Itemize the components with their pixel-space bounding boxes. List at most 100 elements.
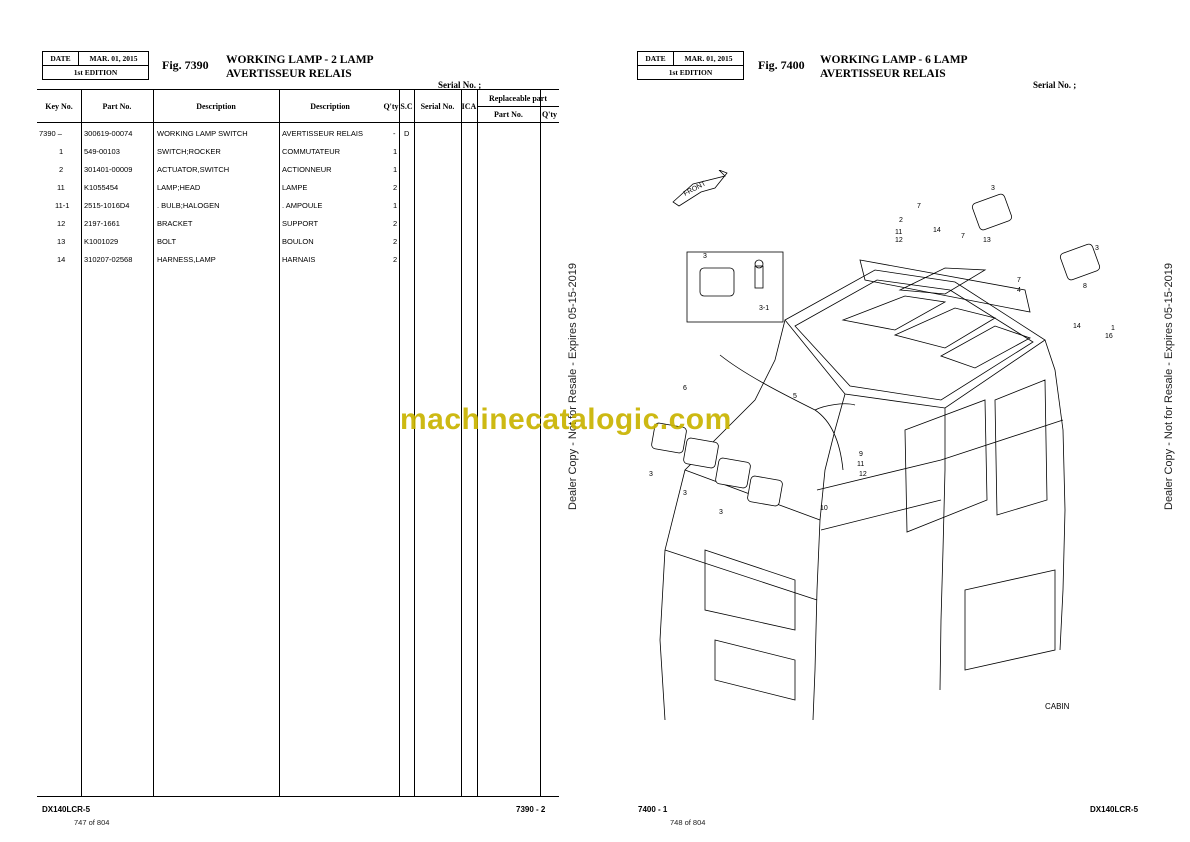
date-label: DATE	[638, 52, 674, 65]
header-description-fr: Description	[310, 102, 350, 111]
table-header: Key No. Part No. Description Description…	[37, 90, 559, 123]
header-rep-part-no: Part No.	[494, 110, 523, 119]
key-no: 12	[57, 219, 66, 228]
date-value: MAR. 01, 2015	[89, 54, 138, 63]
date-edition-box: DATE MAR. 01, 2015 1st EDITION	[637, 51, 744, 80]
date-label: DATE	[43, 52, 79, 65]
quantity: 2	[393, 237, 398, 246]
part-no: 2515-1016D4	[84, 201, 130, 210]
dealer-copy-notice-left: Dealer Copy - Not for Resale - Expires 0…	[567, 262, 579, 510]
header-key-no: Key No.	[45, 102, 73, 111]
cabin-frame	[659, 319, 1066, 721]
callout-label: 15	[1111, 325, 1115, 332]
callout-label: 14	[1073, 323, 1081, 330]
callout-label: 8	[1083, 283, 1087, 290]
table-row: 11-1 2515-1016D4 . BULB;HALOGEN . AMPOUL…	[37, 198, 559, 216]
callout-label: 7	[1017, 277, 1021, 284]
description: LAMP;HEAD	[157, 183, 201, 192]
description: BRACKET	[157, 219, 193, 228]
quantity: 1	[393, 165, 398, 174]
figure-title-line1: WORKING LAMP - 2 LAMP	[226, 54, 374, 66]
description-fr: ACTIONNEUR	[282, 165, 332, 174]
description-fr: . AMPOULE	[282, 201, 323, 210]
front-lamp-icon	[651, 422, 783, 507]
footer-model: DX140LCR-5	[42, 805, 91, 814]
key-no: 11	[57, 183, 65, 192]
table-row: 14 310207-02568 HARNESS,LAMP HARNAIS 2	[37, 252, 559, 270]
callout-label: 14	[933, 227, 941, 234]
callout-label: 16	[1105, 333, 1113, 340]
description-fr: BOULON	[282, 237, 314, 246]
date-value: MAR. 01, 2015	[684, 54, 733, 63]
callout-label: 7	[961, 233, 965, 240]
callout-label: 6	[683, 385, 687, 392]
working-lamp-diagram: FRONT	[649, 170, 1115, 721]
header-rep-qty: Q'ty	[541, 110, 558, 119]
figure-number: Fig. 7390	[162, 58, 209, 72]
serial-number-label: Serial No. ;	[438, 80, 482, 90]
figure-title-line2: AVERTISSEUR RELAIS	[226, 68, 352, 80]
callout-label: 11	[895, 229, 902, 236]
callout-label: 10	[820, 505, 828, 512]
header-qty: Q'ty	[383, 102, 399, 111]
callout-label: 11	[857, 461, 864, 468]
figure-number: Fig. 7400	[758, 58, 805, 72]
key-no: 1	[59, 147, 64, 156]
figure-title-line1: WORKING LAMP - 6 LAMP	[820, 54, 968, 66]
edition: 1st EDITION	[668, 68, 713, 77]
table-row: 7390 – 300619-00074 WORKING LAMP SWITCH …	[37, 126, 559, 144]
header-description: Description	[196, 102, 236, 111]
callout-label: 3-1	[759, 305, 769, 312]
description-fr: AVERTISSEUR RELAIS	[282, 129, 363, 138]
key-no: 14	[57, 255, 66, 264]
part-no: K1001029	[84, 237, 119, 246]
lamp-detail-inset	[686, 251, 784, 323]
figure-title: WORKING LAMP - 6 LAMP AVERTISSEUR RELAIS	[820, 53, 968, 81]
table-row: 13 K1001029 BOLT BOULON 2	[37, 234, 559, 252]
callout-label: 13	[983, 237, 991, 244]
footer-page-count: 748 of 804	[670, 818, 706, 827]
quantity: 1	[393, 147, 398, 156]
description-fr: HARNAIS	[282, 255, 316, 264]
quantity: 2	[393, 255, 398, 264]
part-no: K1055454	[84, 183, 119, 192]
table-row: 12 2197-1661 BRACKET SUPPORT 2	[37, 216, 559, 234]
quantity: 2	[393, 183, 398, 192]
description: HARNESS,LAMP	[157, 255, 216, 264]
callout-label: 2	[899, 217, 903, 224]
quantity: 1	[393, 201, 398, 210]
description-fr: COMMUTATEUR	[282, 147, 341, 156]
header-part-no: Part No.	[102, 102, 132, 111]
table-row: 1 549-00103 SWITCH;ROCKER COMMUTATEUR 1	[37, 144, 559, 162]
figure-title-line2: AVERTISSEUR RELAIS	[820, 68, 946, 80]
description-fr: LAMPE	[282, 183, 308, 192]
part-no: 549-00103	[84, 147, 120, 156]
description: SWITCH;ROCKER	[157, 147, 221, 156]
quantity: 2	[393, 219, 398, 228]
service-code: D	[404, 129, 410, 138]
edition: 1st EDITION	[73, 68, 118, 77]
table-rows: 7390 – 300619-00074 WORKING LAMP SWITCH …	[37, 126, 559, 270]
callout-label: 3	[703, 253, 707, 260]
callout-label: 12	[859, 471, 867, 478]
callout-label: 4	[1017, 287, 1021, 294]
description-fr: SUPPORT	[282, 219, 319, 228]
quantity: -	[393, 129, 396, 138]
callout-label: 12	[895, 237, 903, 244]
callout-label: 5	[793, 393, 797, 400]
cabin-roof	[784, 267, 1046, 409]
part-no: 310207-02568	[84, 255, 133, 264]
key-no: 13	[57, 237, 66, 246]
table-row: 2 301401-00009 ACTUATOR,SWITCH ACTIONNEU…	[37, 162, 559, 180]
rear-lamp-icon	[971, 193, 1101, 281]
key-no: 7390 –	[39, 129, 62, 138]
footer-page-number: 7400 - 1	[638, 805, 668, 814]
serial-number-label: Serial No. ;	[1033, 80, 1077, 90]
front-arrow-icon: FRONT	[672, 170, 728, 207]
callout-label: 3	[991, 185, 995, 192]
key-no: 11-1	[55, 201, 70, 210]
parts-table: Key No. Part No. Description Description…	[37, 89, 559, 797]
callout-label: 3	[649, 471, 653, 478]
footer-page-number: 7390 - 2	[516, 805, 546, 814]
cabin-label: CABIN	[1045, 702, 1070, 711]
